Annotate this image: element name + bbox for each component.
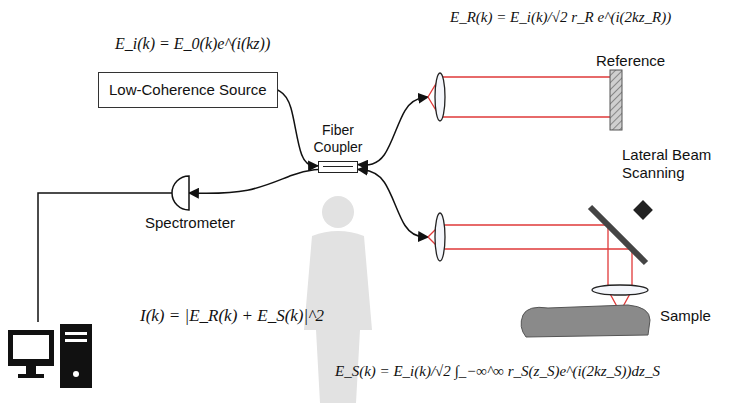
- fiber-coupler: Fiber Coupler: [300, 122, 376, 173]
- node-label: Low-Coherence Source: [109, 81, 267, 99]
- optical-fiber: [278, 90, 318, 166]
- optical-fiber: [358, 169, 428, 237]
- detector-symbol: [171, 176, 189, 210]
- reference-arm: Reference: [428, 52, 660, 134]
- node-label: Fiber Coupler: [300, 122, 376, 156]
- interference-equation: I(k) = |E_R(k) + E_S(k)|^2: [140, 306, 324, 326]
- node-label: Sample: [660, 307, 711, 325]
- optical-fiber: [358, 97, 428, 165]
- source-field-equation: E_i(k) = E_0(k)e^(i(kz)): [115, 34, 270, 53]
- reference-field-equation: E_R(k) = E_i(k)/√2 r_R e^(i(2kz_R)): [450, 8, 671, 26]
- coupler-fuse: [323, 166, 353, 167]
- node-label: Reference: [596, 52, 665, 70]
- data-cable: [38, 193, 172, 322]
- sample-field-equation: E_S(k) = E_i(k)/√2 ∫_−∞^∞ r_S(z_S)e^(i(2…: [335, 362, 660, 380]
- scanner-label: Lateral Beam Scanning: [622, 146, 726, 182]
- light-source-box: Low-Coherence Source: [98, 72, 278, 108]
- node-label: Spectrometer: [135, 214, 245, 232]
- sample-arm: Sample: [428, 195, 728, 340]
- coupler-box: [318, 161, 358, 173]
- optical-fiber: [189, 169, 318, 193]
- computer-icon: [8, 324, 92, 388]
- spectrometer: Spectrometer: [135, 176, 245, 232]
